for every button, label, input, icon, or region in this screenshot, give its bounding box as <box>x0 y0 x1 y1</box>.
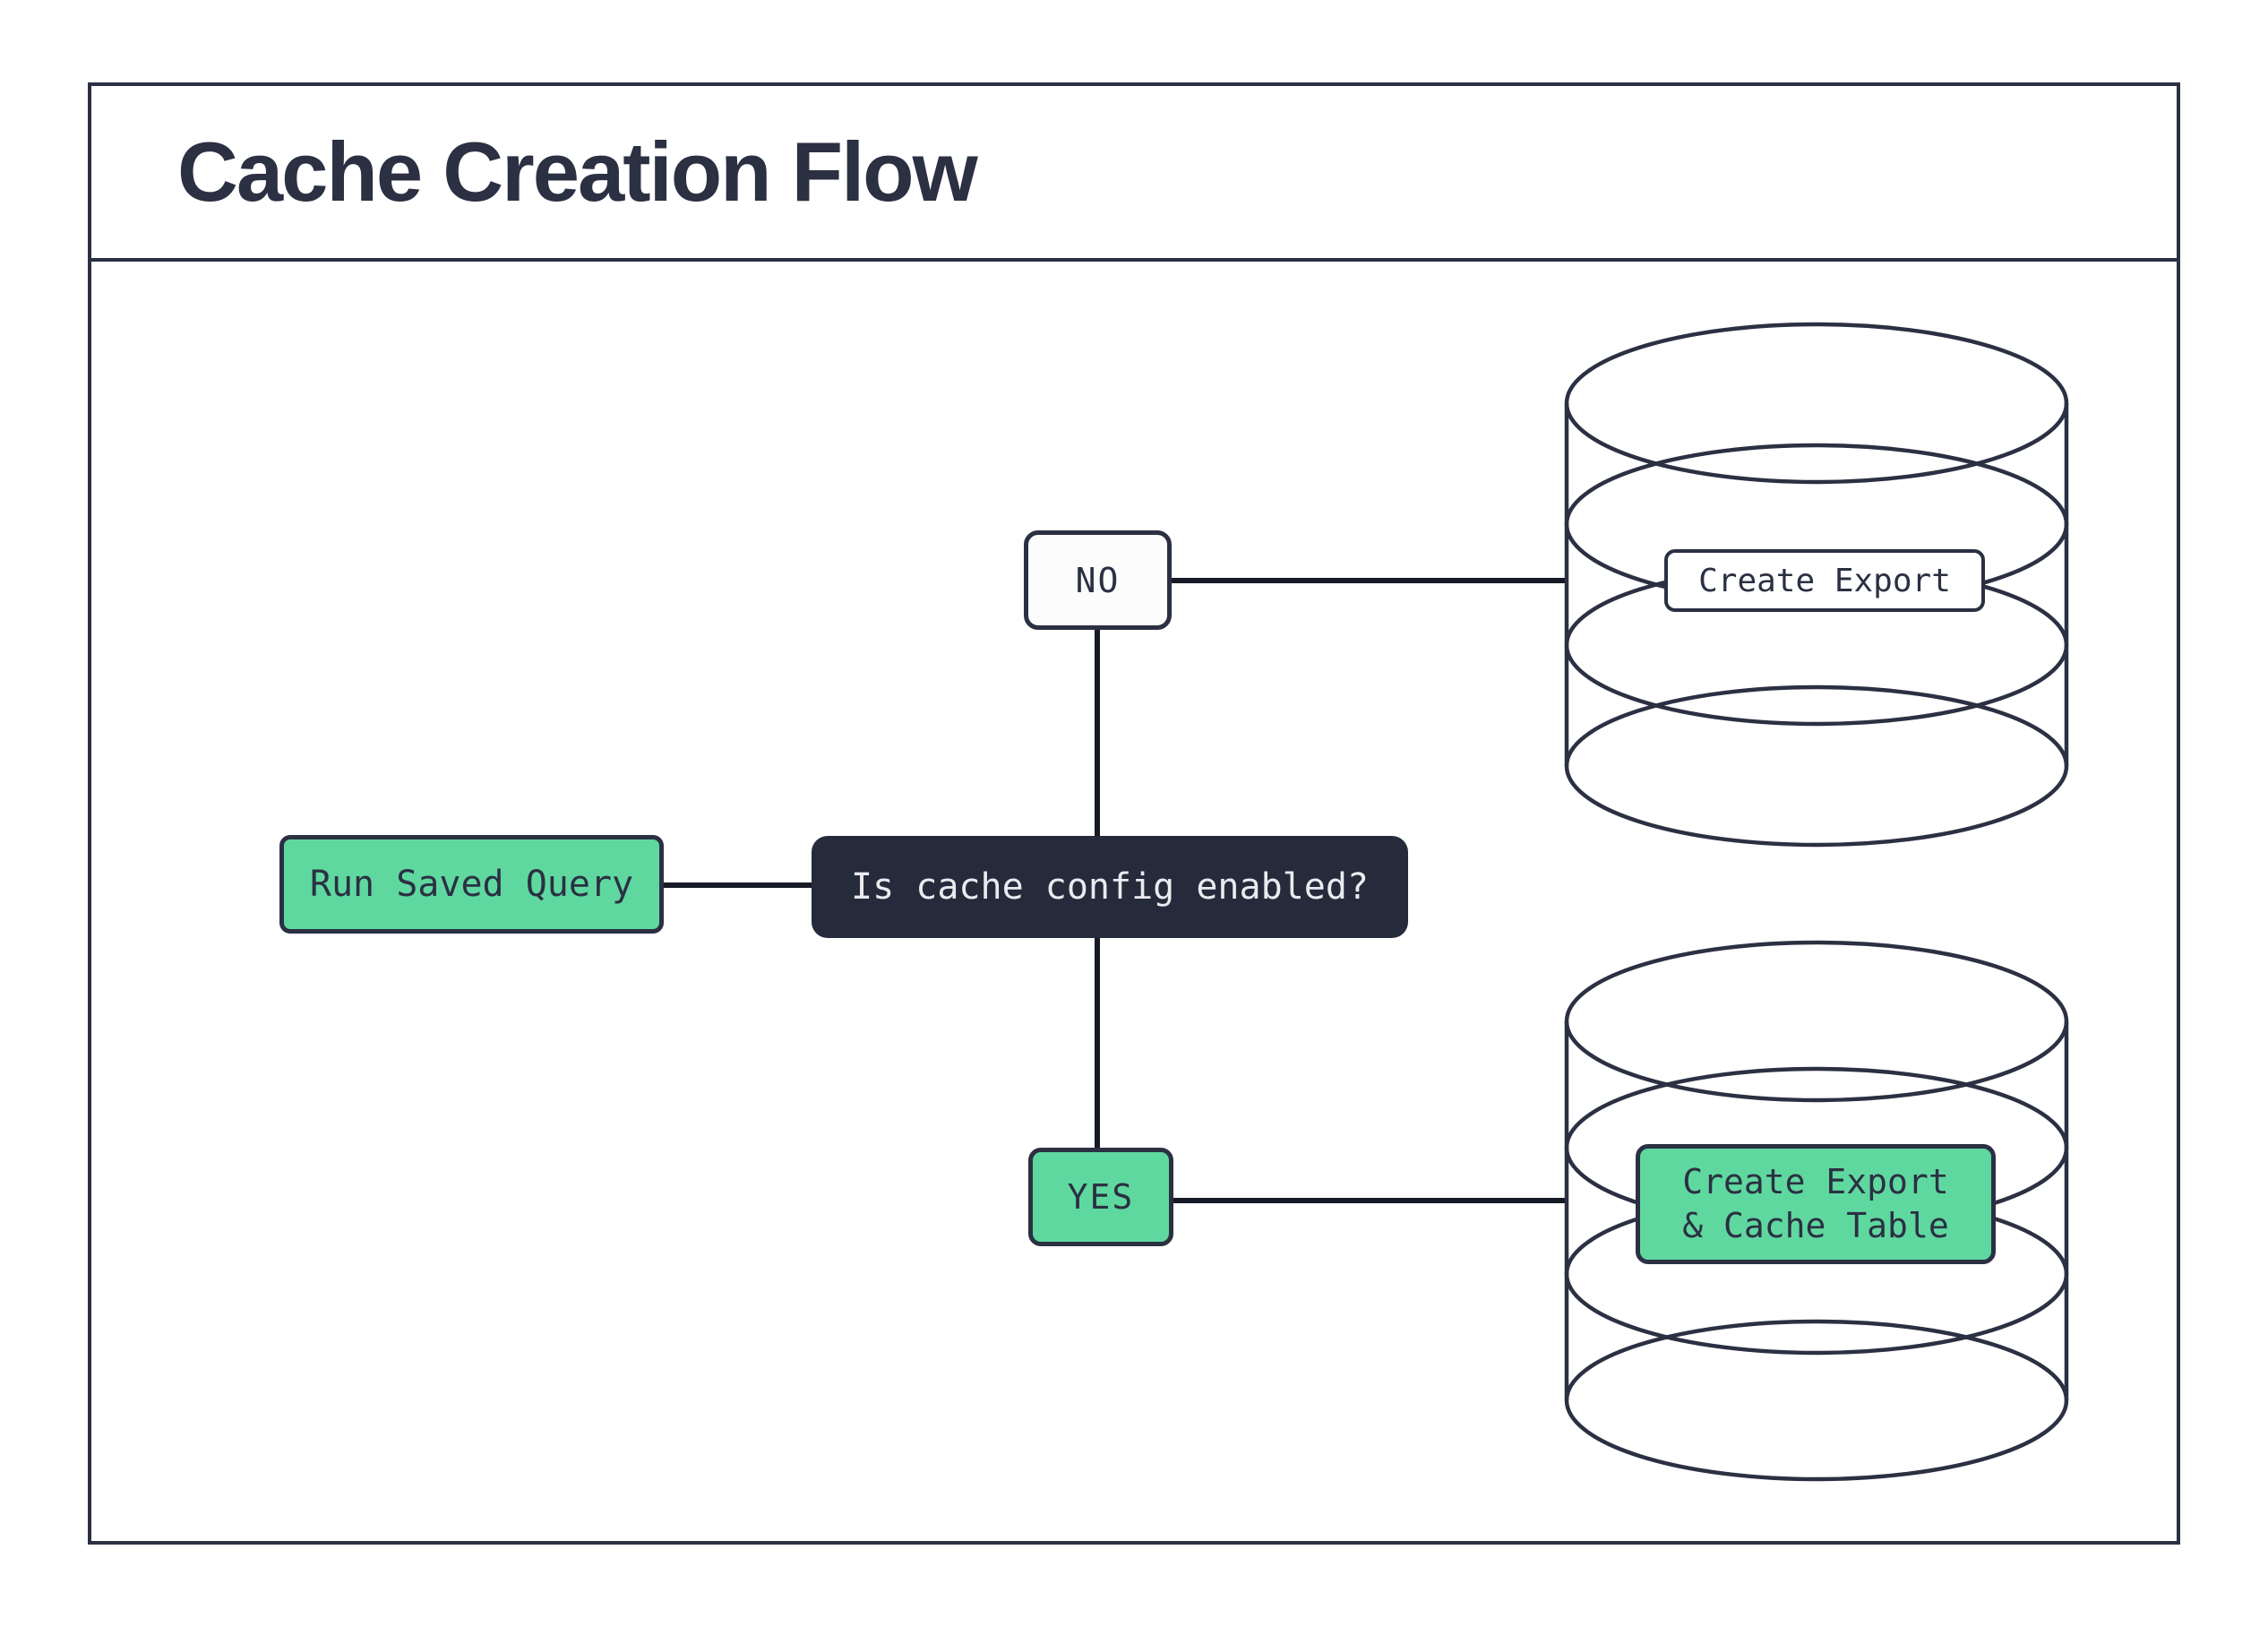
diagram-title: Cache Creation Flow <box>177 125 978 219</box>
label-create-export: Create Export <box>1664 549 1985 612</box>
node-question-cache-config: Is cache config enabled? <box>812 836 1408 938</box>
title-bar: Cache Creation Flow <box>91 86 2177 262</box>
label-create-export-cache-table: Create Export & Cache Table <box>1636 1144 1996 1264</box>
branch-yes: YES <box>1028 1148 1173 1246</box>
branch-no: NO <box>1024 530 1172 630</box>
canvas-frame: Cache Creation Flow <box>88 82 2180 1545</box>
node-run-saved-query: Run Saved Query <box>279 835 664 934</box>
